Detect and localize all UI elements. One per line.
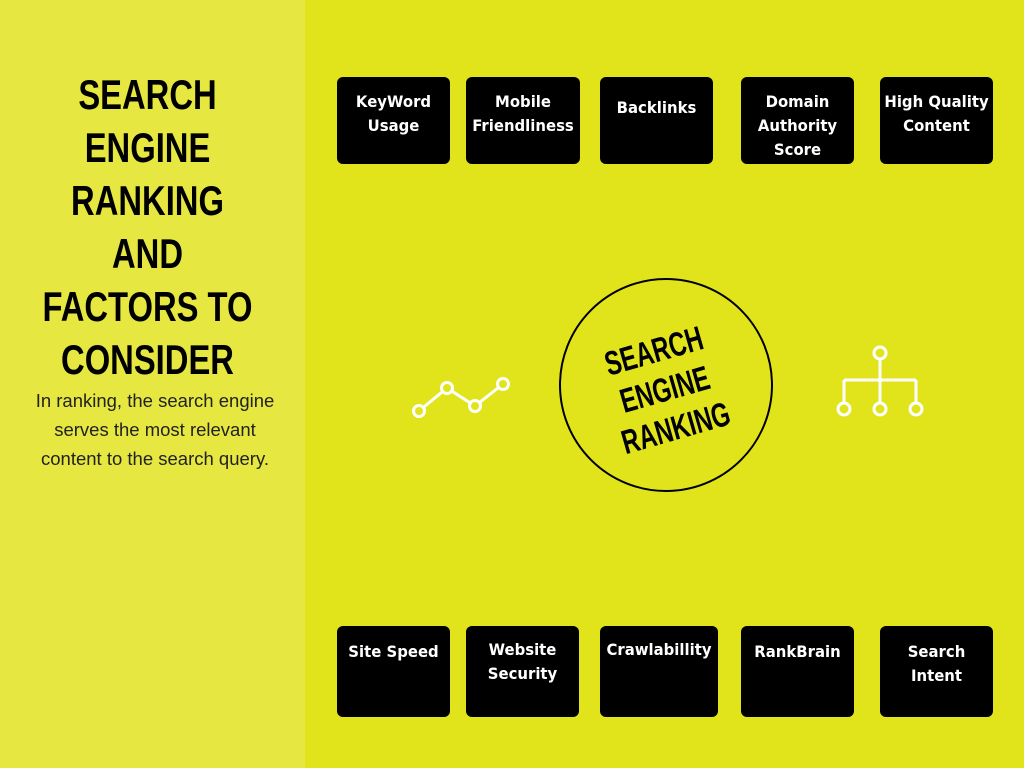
factor-box: Crawlabillity	[600, 626, 718, 717]
factor-label: Domain Authority Score	[757, 92, 838, 159]
line-chart-icon	[412, 377, 510, 418]
factor-box: Mobile Friendliness	[466, 77, 580, 164]
page-title: SEARCH ENGINE RANKING AND FACTORS TO CON…	[42, 71, 253, 383]
factor-box: Search Intent	[880, 626, 993, 717]
factor-box: KeyWord Usage	[337, 77, 450, 164]
factor-label: Backlinks	[616, 98, 697, 117]
factor-label: Website Security	[487, 640, 558, 683]
factor-box: Backlinks	[600, 77, 713, 164]
factor-label: Crawlabillity	[606, 640, 712, 659]
hierarchy-icon	[836, 345, 924, 417]
factor-label: RankBrain	[754, 642, 841, 661]
factor-label: KeyWord Usage	[355, 92, 432, 135]
factor-label: Site Speed	[348, 642, 439, 661]
factor-label: High Quality Content	[884, 92, 989, 135]
description: In ranking, the search engine serves the…	[35, 390, 275, 469]
factor-label: Search Intent	[907, 642, 966, 685]
left-panel	[0, 0, 305, 768]
factor-box: High Quality Content	[880, 77, 993, 164]
factor-box: RankBrain	[741, 626, 854, 717]
factor-box: Domain Authority Score	[741, 77, 854, 164]
factor-label: Mobile Friendliness	[472, 92, 574, 135]
center-circle	[559, 278, 773, 492]
factor-box: Site Speed	[337, 626, 450, 717]
factor-box: Website Security	[466, 626, 579, 717]
